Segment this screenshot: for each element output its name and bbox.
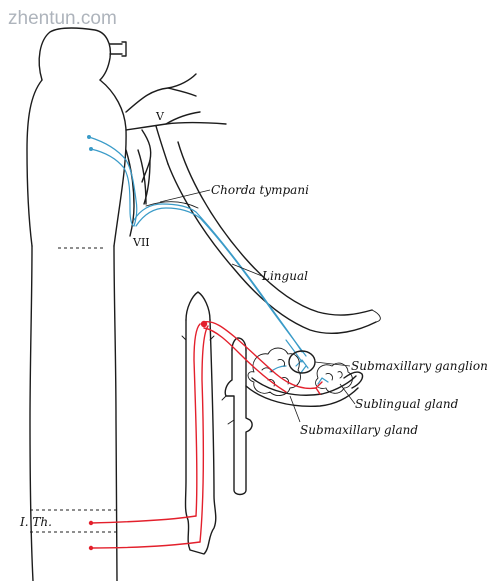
- label-submaxillary-gland: Submaxillary gland: [300, 423, 418, 437]
- sublingual-gland: [315, 362, 353, 394]
- sympathetic-fibres-red: [88, 320, 323, 551]
- label-facial: VII: [132, 236, 150, 249]
- label-trigeminal: V: [155, 110, 165, 123]
- brain-stem-and-spinal-cord: [26, 27, 127, 581]
- label-submaxillary-ganglion: Submaxillary ganglion: [351, 359, 488, 373]
- label-lingual: Lingual: [261, 269, 308, 283]
- mandible-outline: [143, 141, 381, 334]
- label-sublingual-gland: Sublingual gland: [355, 397, 459, 411]
- label-chorda-tympani: Chorda tympani: [211, 183, 309, 197]
- watermark: zhentun.com: [8, 8, 117, 29]
- carotid-artery: [221, 337, 253, 496]
- facial-nerve: [125, 149, 147, 237]
- gland-ducts: [245, 371, 364, 408]
- sympathetic-chain: [181, 291, 217, 555]
- trigeminal-root: [125, 73, 227, 183]
- leader-lines: [159, 189, 356, 423]
- label-first-thoracic: I. Th.: [19, 515, 52, 529]
- submaxillary-gland: [247, 347, 301, 396]
- chorda-tympani-outline: [145, 201, 199, 209]
- chorda-tympani-lingual-fibres: [87, 135, 329, 385]
